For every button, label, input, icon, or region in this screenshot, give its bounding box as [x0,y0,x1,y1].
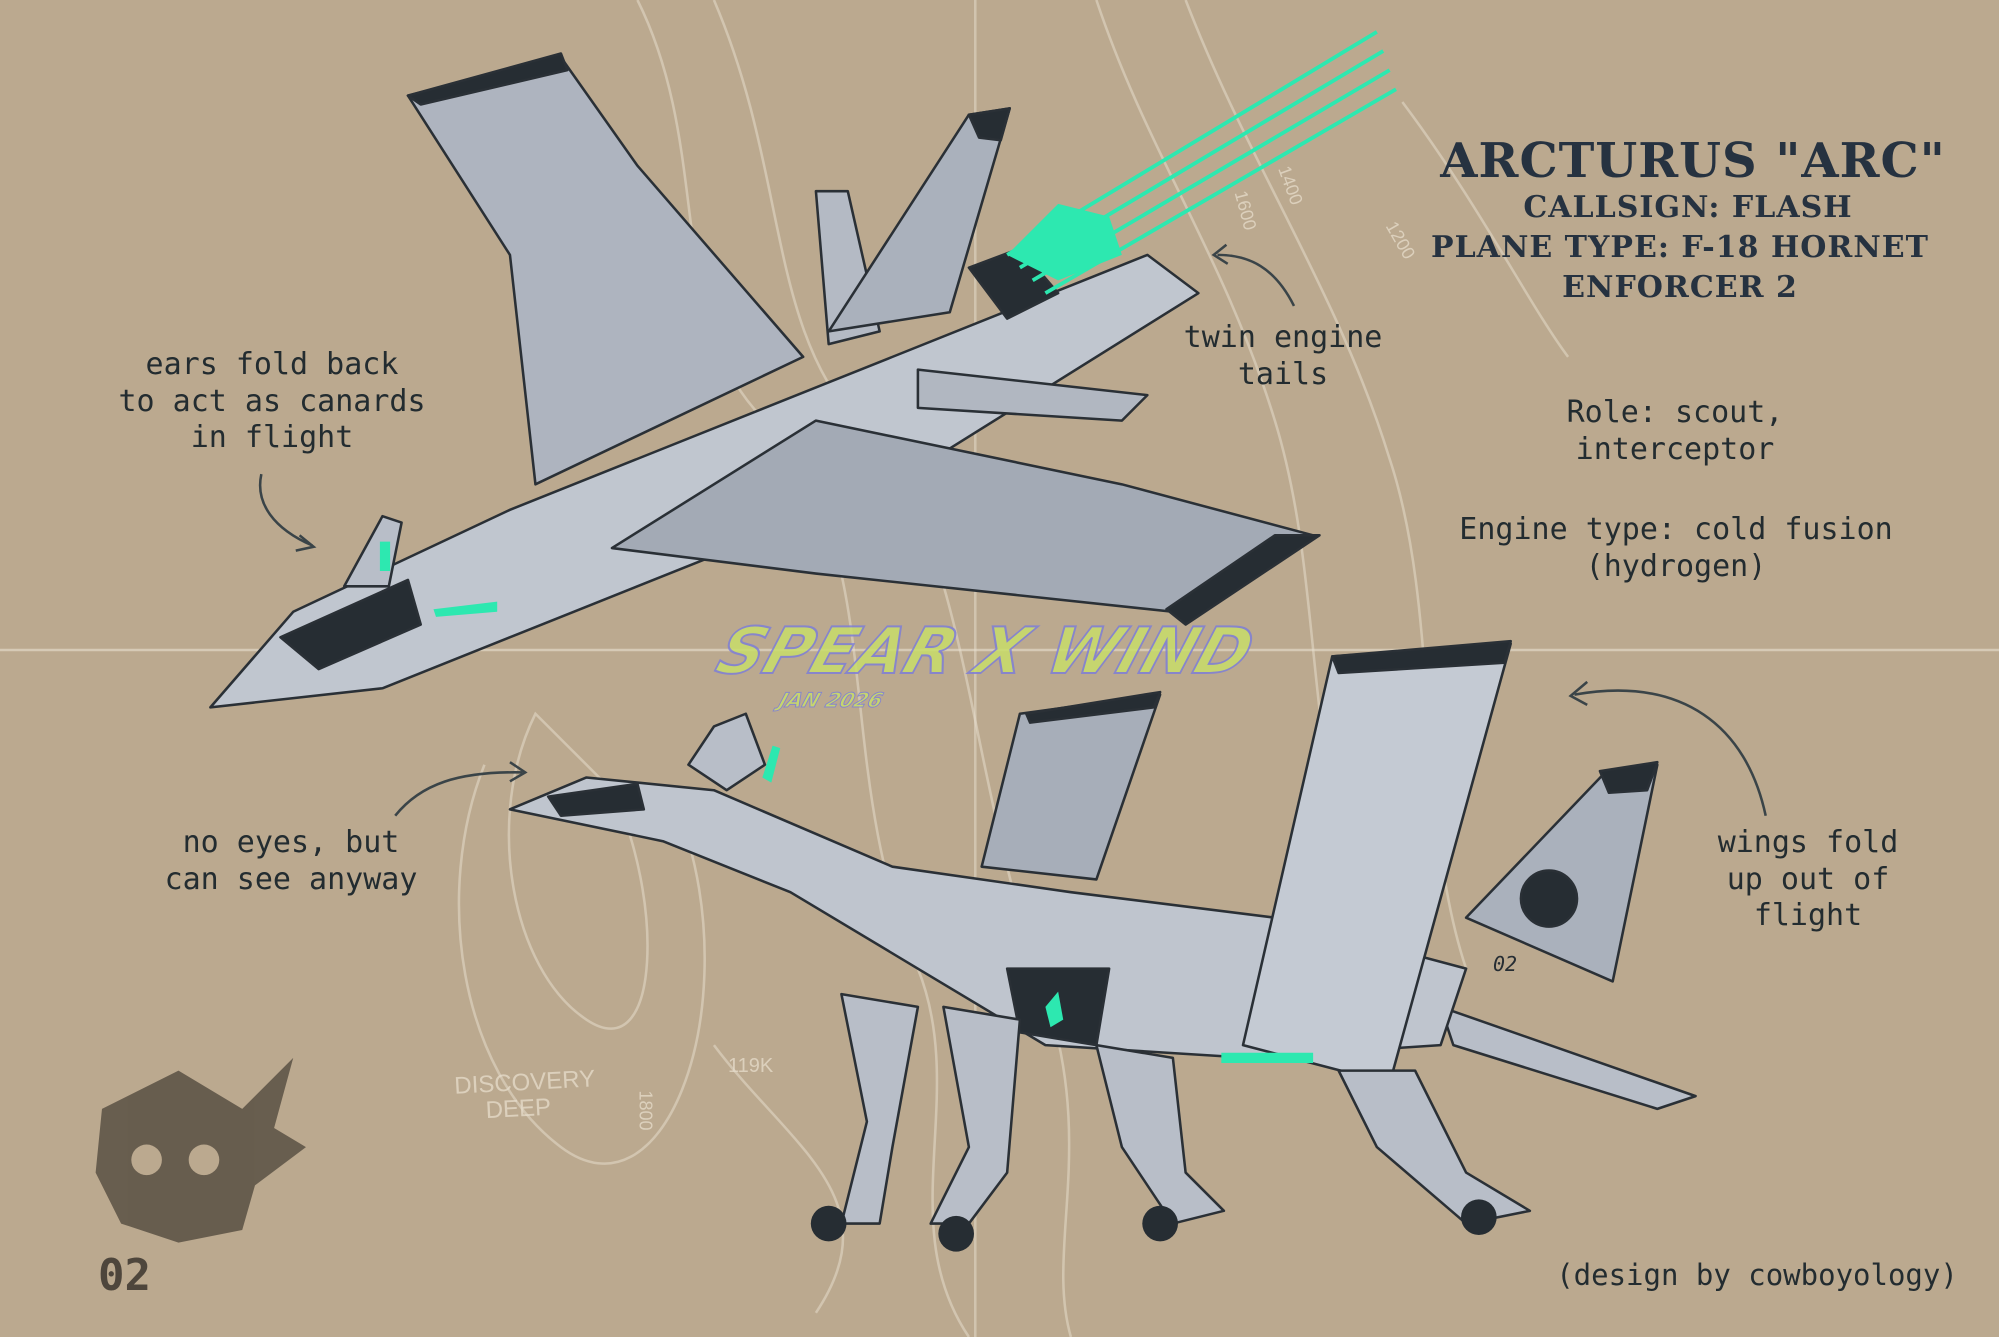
credit: (design by cowboyology) [1556,1258,1958,1292]
plane-type: PLANE TYPE: F-18 HORNET [1431,230,1929,265]
annotation-wings: wings fold up out of flight [1718,825,1899,935]
map-label-depth: 119K [728,1055,774,1077]
tail-skull-emblem [1519,869,1579,928]
jet-form-drawing [209,52,1321,709]
emblem-number: 02 [98,1250,151,1301]
callsign: CALLSIGN: FLASH [1523,190,1853,225]
spear-x-wind-logo: SPEAR X WIND [707,614,1264,690]
character-name: ARCTURUS "ARC" [1440,133,1946,189]
role-text: Role: scout, interceptor [1567,395,1784,468]
unit: ENFORCER 2 [1562,270,1798,305]
annotation-line: no eyes, but [182,825,400,860]
annotation-line: tails [1237,356,1329,392]
map-label-discovery-deep: DISCOVERY DEEP [454,1065,598,1126]
annotation-line: can see anyway [164,861,418,897]
annotation-line: twin engine [1183,320,1383,355]
map-label-contour: 1800 [635,1090,656,1131]
engine-text: Engine type: cold fusion (hydrogen) [1459,512,1892,585]
annotation-line: in flight [190,420,354,456]
annotation-line: to act as canards [118,383,426,419]
annotation-line: wings fold [1717,825,1899,860]
tail-number: 02 [1493,952,1518,976]
annotation-ears: ears fold back to act as canards in flig… [118,347,425,457]
annotation-line: up out of [1726,861,1890,897]
annotation-tails: twin engine tails [1184,320,1383,393]
annotation-line: ears fold back [145,347,399,382]
skull-emblem [95,1057,306,1243]
creature-form-drawing [508,639,1697,1252]
annotation-arrows [258,243,1767,817]
role-line: Role: scout, [1566,395,1784,430]
role-line: interceptor [1575,431,1775,467]
annotation-line: flight [1753,898,1863,934]
logo-date: JAN 2026 [776,688,887,713]
engine-line: Engine type: cold fusion [1459,512,1893,547]
thrust-streaks [1006,30,1397,295]
engine-line: (hydrogen) [1585,548,1767,584]
annotation-eyes: no eyes, but can see anyway [165,825,418,898]
